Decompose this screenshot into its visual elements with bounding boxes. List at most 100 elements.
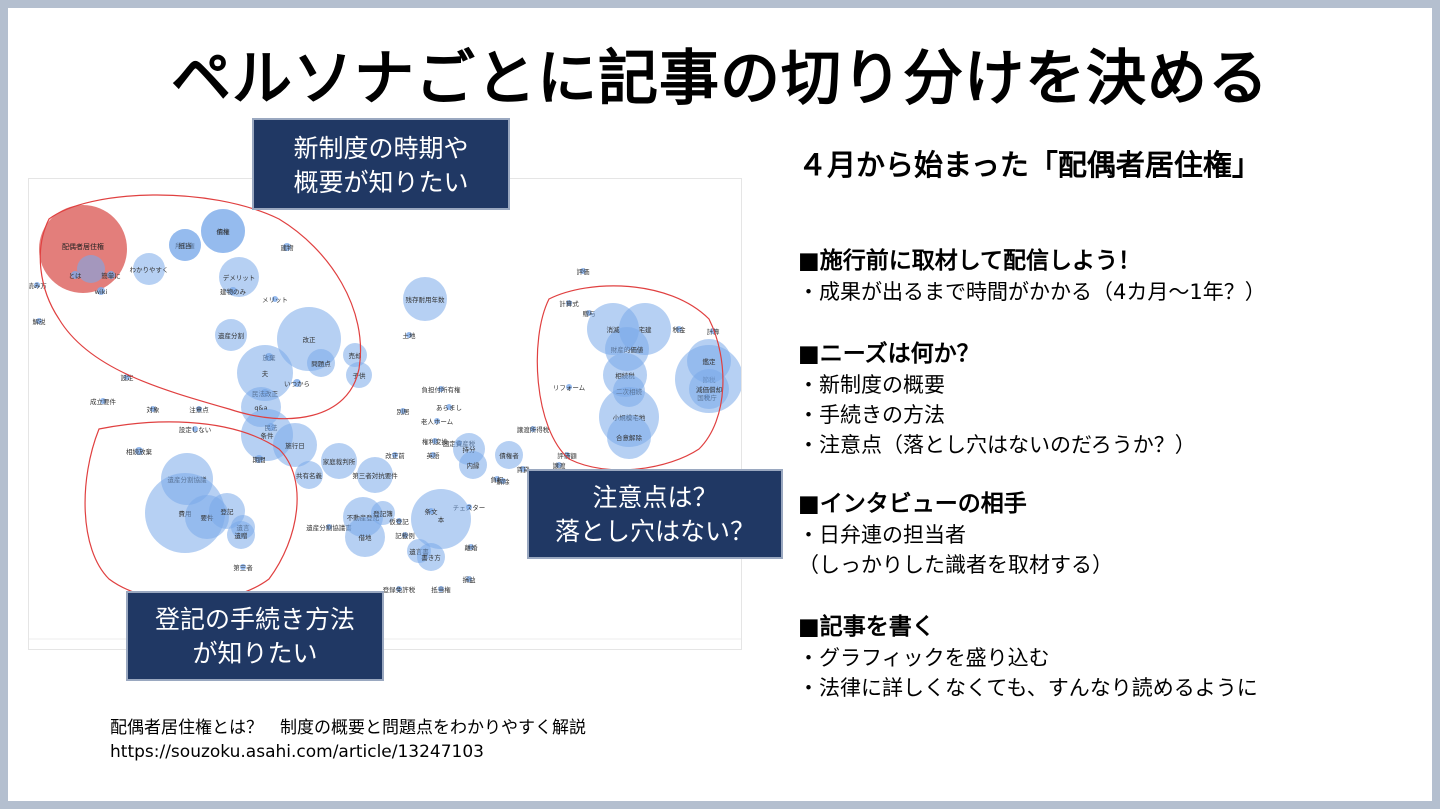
bubble-label: 負担 [491, 475, 505, 484]
callout-overview-line1: 新制度の時期や [293, 134, 469, 163]
bubble [196, 406, 202, 412]
bubble [520, 466, 526, 472]
bubble [133, 253, 165, 285]
bubble-label: 消滅 [607, 325, 621, 334]
callout-caution: 注意点は？ 落とし穴はない？ [527, 469, 783, 559]
bubble [36, 318, 42, 324]
bubble [227, 521, 255, 549]
bubble-label: 売却 [349, 351, 362, 360]
bubble-label: 子供 [353, 371, 367, 380]
bubble-label: 土地 [403, 331, 417, 340]
bubble-label: 遺産分割協議書 [306, 523, 352, 532]
section-interview: ■インタビューの相手 ・日弁連の担当者 （しっかりした識者を取材する） [798, 488, 1418, 580]
bubble-label: 計算式 [559, 299, 579, 308]
bubble [272, 296, 278, 302]
bubble-label: 宅建 [639, 325, 653, 334]
callout-overview-line2: 概要が知りたい [293, 168, 469, 197]
bubble [34, 282, 40, 288]
bubble-label: 持分 [463, 445, 477, 454]
bubble [417, 543, 445, 571]
bubble [295, 461, 323, 489]
bubble [326, 524, 332, 530]
bubble-label: 登記簿 [373, 509, 393, 518]
bubble [566, 300, 572, 306]
topic-heading: ４月から始まった「配偶者居住権」 [798, 148, 1261, 182]
bubble-label: わかりやすく [130, 266, 169, 274]
bubble [392, 452, 398, 458]
bubble [466, 576, 472, 582]
bubble [459, 451, 487, 479]
bubble [500, 478, 506, 484]
bubble-label: 負担付所有権 [422, 385, 462, 394]
bubble-label: とは [69, 272, 83, 280]
bubble-label: デメリット [223, 273, 256, 282]
bubble-label: 賃貸 [517, 465, 531, 474]
bubble [100, 398, 106, 404]
bubble-label: 改正 [303, 335, 317, 344]
bubble [396, 518, 402, 524]
bubble-label: 抵当権 [431, 585, 451, 594]
section-needs-item: ・手続きの方法 [798, 403, 945, 427]
bubble-label: 条文 [425, 507, 439, 516]
bubble [215, 319, 247, 351]
bubble-label: 英語 [427, 451, 441, 460]
cluster-outline-caution [536, 285, 724, 471]
section-needs: ■ニーズは何か？ ・新制度の概要 ・手続きの方法 ・注意点（落とし穴はないのだろ… [798, 338, 1418, 460]
bubble-label: リフォーム [553, 384, 586, 392]
bubble-label: 簡単に [101, 271, 121, 280]
bubble [240, 564, 246, 570]
bubble-label: 施行日 [285, 441, 305, 450]
section-interview-item: （しっかりした識者を取材する） [798, 553, 1113, 577]
section-interview-item: ・日弁連の担当者 [798, 523, 966, 547]
bubble [446, 404, 452, 410]
bubble [494, 476, 500, 482]
bubble-label: 減価償却 [696, 385, 722, 394]
bubble-label: 対象 [147, 405, 161, 414]
bubble-chart: 配偶者居住権相続所有権わかりやすく建物とは簡単にwiki読み方デメリット建物のみ… [27, 194, 743, 640]
source-citation: 配偶者居住権とは？ 制度の概要と問題点をわかりやすく解説 https://sou… [110, 716, 586, 764]
bubble-label: 遺贈 [235, 531, 248, 540]
bubble [432, 438, 438, 444]
bubble-label: 注意点 [189, 405, 209, 414]
bubble-label: あらまし [436, 404, 462, 412]
bubble-label: 仮登記 [389, 517, 409, 526]
bubble-label: 債権者 [499, 451, 519, 460]
bubble-label: 贈与 [583, 309, 596, 318]
bubble-label: 税金 [673, 325, 687, 334]
bubble [689, 369, 729, 409]
bubble [430, 452, 436, 458]
section-needs-heading: ■ニーズは何か？ [798, 341, 980, 367]
bubble-label: 建物のみ [220, 287, 247, 296]
bubble-label: 内縁 [467, 461, 481, 470]
bubble-label: 遺産分割 [218, 331, 245, 340]
bubble-label: 設定 [121, 373, 135, 382]
bubble-label: 老人ホーム [421, 417, 454, 426]
bubble-label: 成立要件 [90, 397, 117, 406]
bubble-label: 要件 [201, 513, 215, 522]
bubble [77, 255, 105, 283]
slide-title: ペルソナごとに記事の切り分けを決める [171, 44, 1269, 114]
bubble-label: 合意解除 [616, 433, 643, 442]
bubble-label: 評価額 [557, 451, 577, 460]
callout-registration-line1: 登記の手続き方法 [154, 605, 355, 634]
section-needs-item: ・新制度の概要 [798, 373, 945, 397]
section-writing: ■記事を書く ・グラフィックを盛り込む ・法律に詳しくなくても、すんなり読めるよ… [798, 611, 1418, 703]
section-timing: ■施行前に取材して配信しよう！ ・成果が出るまで時間がかかる（4カ月〜1年？） [798, 245, 1418, 307]
bubble-label: 問題点 [311, 360, 331, 368]
bubble [219, 257, 259, 297]
bubble-label: 夫 [262, 369, 269, 378]
section-interview-heading: ■インタビューの相手 [798, 491, 1027, 517]
source-url[interactable]: https://souzoku.asahi.com/article/132471… [110, 742, 484, 762]
bubble-label: 損益 [463, 575, 477, 584]
bubble [607, 415, 651, 459]
bubble-label: 計算 [707, 327, 721, 336]
cluster-outline-overview [39, 194, 361, 420]
bubble-label: 読み方 [29, 281, 47, 290]
bubble [556, 462, 562, 468]
bubble [438, 386, 444, 392]
bubble [237, 345, 293, 401]
bubble [530, 426, 536, 432]
bubble-label: 別居 [397, 407, 411, 416]
bubble-label: 解説 [33, 317, 47, 326]
bubble [273, 423, 317, 467]
